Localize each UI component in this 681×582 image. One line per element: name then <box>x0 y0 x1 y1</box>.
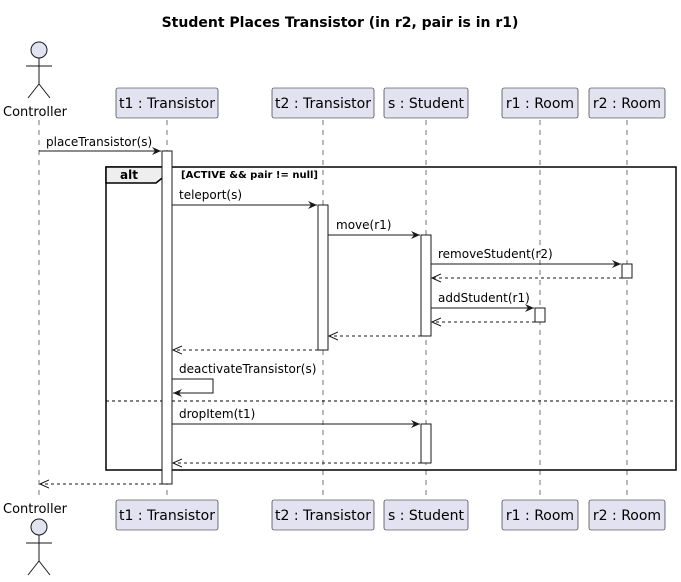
participant-box-t1-top <box>115 87 219 119</box>
alt-fragment-header <box>105 166 167 184</box>
participant-box-s-top <box>383 87 469 119</box>
participants-top: Controller t1 : Transistor t2 : Transist… <box>3 41 666 120</box>
participant-box-r2-bottom <box>588 499 666 531</box>
message-label-deactivate-transistor: deactivateTransistor(s) <box>179 362 316 376</box>
activation-t1 <box>161 150 173 485</box>
participant-label-t2-top: t2 : Transistor <box>275 96 371 112</box>
message-label-move: move(r1) <box>336 218 391 232</box>
participant-box-r2-top <box>588 87 666 119</box>
participant-box-t2-bottom <box>271 499 375 531</box>
alt-guard: [ACTIVE && pair != null] <box>181 170 318 181</box>
actor-icon <box>26 518 52 576</box>
activation-t2 <box>317 204 329 351</box>
participant-label-t2-bottom: t2 : Transistor <box>275 508 371 524</box>
participant-box-t1-bottom <box>115 499 219 531</box>
participant-box-s-bottom <box>383 499 469 531</box>
participant-label-t1-bottom: t1 : Transistor <box>119 508 215 524</box>
actor-label-bottom: Controller <box>3 502 68 517</box>
participant-label-t1-top: t1 : Transistor <box>119 96 215 112</box>
message-label-place-transistor: placeTransistor(s) <box>46 135 152 149</box>
alt-fragment <box>105 166 677 471</box>
message-arrow-deactivate-transistor <box>172 378 214 397</box>
participant-label-s-top: s : Student <box>388 96 465 112</box>
actor-icon <box>26 41 52 99</box>
activation-r2 <box>621 263 633 279</box>
actor-label-top: Controller <box>3 105 68 120</box>
participant-label-r1-top: r1 : Room <box>506 96 574 112</box>
activation-r1 <box>534 307 546 323</box>
message-label-remove-student: removeStudent(r2) <box>438 247 553 261</box>
participant-label-r2-bottom: r2 : Room <box>593 508 661 524</box>
participant-box-r1-top <box>501 87 579 119</box>
activation-s-1 <box>420 234 432 337</box>
participants-bottom: Controller t1 : Transistor t2 : Transist… <box>3 499 666 576</box>
participant-box-t2-top <box>271 87 375 119</box>
participant-label-s-bottom: s : Student <box>388 508 465 524</box>
alt-operator: alt <box>120 168 138 182</box>
message-label-teleport: teleport(s) <box>179 188 242 202</box>
messages <box>39 147 622 484</box>
activation-s-2 <box>420 423 432 464</box>
activations <box>161 150 633 485</box>
participant-box-r1-bottom <box>501 499 579 531</box>
message-label-drop-item: dropItem(t1) <box>179 407 255 421</box>
diagram-title: Student Places Transistor (in r2, pair i… <box>162 15 519 31</box>
participant-label-r1-bottom: r1 : Room <box>506 508 574 524</box>
participant-label-r2-top: r2 : Room <box>593 96 661 112</box>
message-label-add-student: addStudent(r1) <box>438 291 530 305</box>
